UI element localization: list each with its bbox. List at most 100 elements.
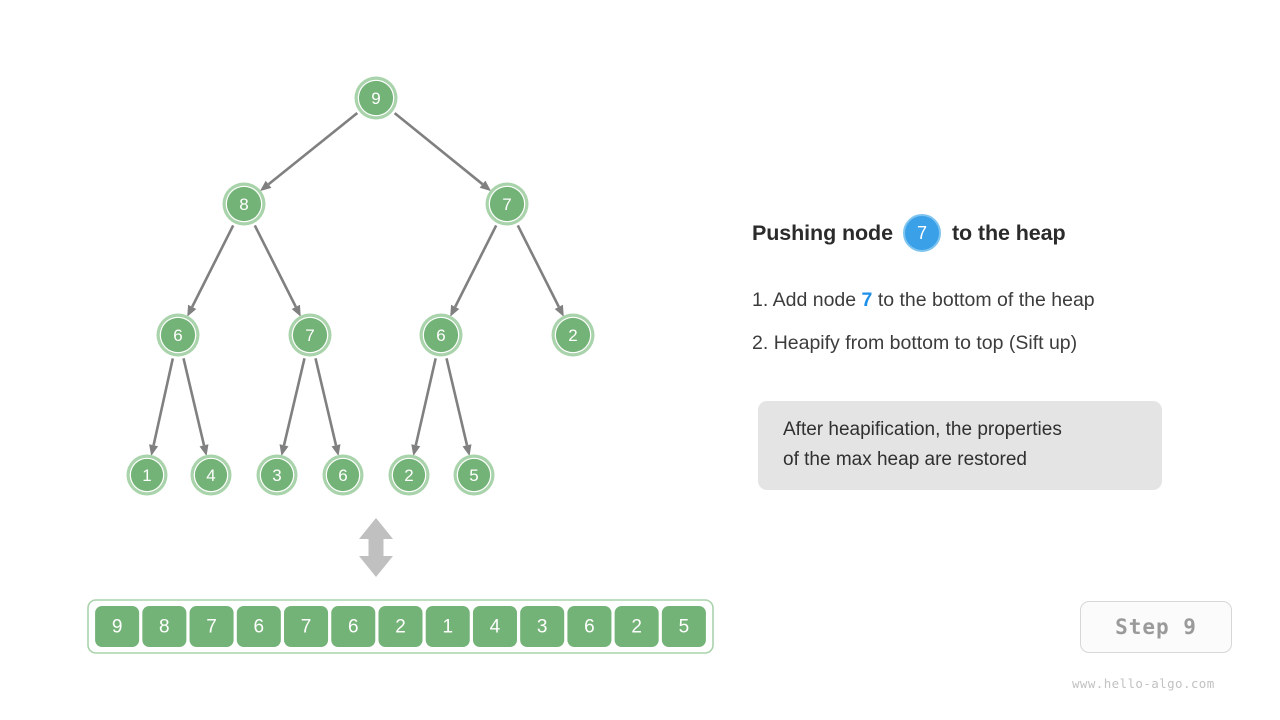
array-cell[interactable]: 6	[331, 606, 376, 647]
array-cell-body	[567, 606, 612, 647]
array-cell[interactable]: 8	[142, 606, 187, 647]
array-cell-body	[95, 606, 140, 647]
array-cell[interactable]: 7	[189, 606, 234, 647]
edge-arrowhead	[411, 444, 421, 456]
tree-node[interactable]: 5	[453, 454, 495, 496]
tree-node[interactable]: 2	[388, 454, 430, 496]
step-index: 1.	[752, 289, 769, 311]
array-cell-label: 8	[159, 617, 170, 638]
tree-node[interactable]: 2	[551, 313, 595, 357]
edge-arrowhead	[199, 444, 209, 457]
tree-node-body	[489, 186, 525, 222]
array-cell-label: 4	[490, 617, 501, 638]
tree-node[interactable]: 3	[256, 454, 298, 496]
tree-node-body	[392, 458, 426, 492]
array-cell[interactable]: 2	[614, 606, 659, 647]
step-index: 2.	[752, 332, 769, 355]
array-cell-body	[425, 606, 470, 647]
tree-node-body	[555, 317, 591, 353]
tree-node[interactable]: 7	[485, 182, 529, 226]
array-cell-label: 1	[442, 617, 453, 638]
array-cell-label: 5	[679, 617, 690, 638]
tree-node-label: 8	[239, 195, 248, 214]
explanation-panel: Pushing node 7 to the heap 1. Add node 7…	[752, 0, 1272, 720]
array-cell-body	[331, 606, 376, 647]
step-counter-badge: Step 9	[1080, 601, 1232, 653]
tree-node-body	[130, 458, 164, 492]
edge-arrowhead	[554, 304, 564, 317]
array-cell-label: 9	[112, 617, 123, 638]
info-callout-line-1: After heapification, the properties	[783, 419, 1062, 440]
array-cell-label: 7	[301, 617, 312, 638]
tree-edge	[259, 112, 359, 192]
array-cell-body	[142, 606, 187, 647]
array-cell-body	[614, 606, 659, 647]
array-cell-body	[661, 606, 706, 647]
tree-node-body	[160, 317, 196, 353]
tree-node-label: 2	[568, 326, 577, 345]
tree-node[interactable]: 6	[322, 454, 364, 496]
array-cell[interactable]: 9	[95, 606, 140, 647]
tree-edge	[182, 358, 209, 457]
info-callout: After heapification, the properties of t…	[758, 401, 1162, 491]
edge-arrowhead	[479, 180, 492, 192]
edge-arrowhead	[462, 444, 472, 457]
tree-edge	[393, 112, 492, 192]
tree-node-label: 3	[272, 466, 281, 485]
tree-node[interactable]: 9	[354, 76, 398, 120]
tree-node[interactable]: 7	[288, 313, 332, 357]
edge-arrowhead	[259, 180, 272, 192]
tree-node[interactable]: 6	[419, 313, 463, 357]
step-item: 2. Heapify from bottom to top (Sift up)	[752, 331, 1252, 355]
array-cell-body	[284, 606, 329, 647]
array-cell-label: 6	[348, 617, 359, 638]
tree-node-label: 7	[502, 195, 511, 214]
tree-node[interactable]: 4	[190, 454, 232, 496]
step-text-before: Heapify from bottom to top (Sift up)	[773, 332, 1078, 355]
array-cell[interactable]: 3	[520, 606, 565, 647]
tree-edge	[279, 358, 306, 457]
array-container	[87, 599, 714, 654]
array-cell-label: 3	[537, 617, 548, 638]
array-cell[interactable]: 7	[284, 606, 329, 647]
tree-node-body	[260, 458, 294, 492]
step-text-after: to the bottom of the heap	[877, 289, 1095, 311]
array-cell[interactable]: 4	[472, 606, 517, 647]
array-cell[interactable]: 1	[425, 606, 470, 647]
tree-edge	[253, 224, 301, 317]
tree-node-label: 9	[371, 89, 380, 108]
tree-node[interactable]: 6	[156, 313, 200, 357]
tree-node-body	[226, 186, 262, 222]
tree-edge	[411, 358, 437, 456]
array-cell-body	[189, 606, 234, 647]
headline: Pushing node 7 to the heap	[752, 214, 1066, 252]
array-cell-body	[236, 606, 281, 647]
tree-edge	[445, 358, 472, 457]
step-accent-value: 7	[861, 289, 873, 311]
tree-node-body	[194, 458, 228, 492]
tree-edge	[187, 224, 235, 317]
tree-node[interactable]: 8	[222, 182, 266, 226]
step-item: 1. Add node 7 to the bottom of the heap	[752, 288, 1252, 312]
array-cell-body	[472, 606, 517, 647]
tree-node[interactable]: 1	[126, 454, 168, 496]
tree-edge-layer	[149, 112, 564, 457]
tree-node-body	[423, 317, 459, 353]
array-cell[interactable]: 5	[661, 606, 706, 647]
array-cell-label: 6	[584, 617, 595, 638]
array-cell-label: 2	[631, 617, 642, 638]
tree-node-body	[292, 317, 328, 353]
array-cell[interactable]: 6	[236, 606, 281, 647]
tree-node-body	[457, 458, 491, 492]
array-cell[interactable]: 2	[378, 606, 423, 647]
tree-node-label: 2	[404, 466, 413, 485]
array-cell-body	[378, 606, 423, 647]
step-text-before: Add node	[772, 289, 857, 311]
headline-node-chip: 7	[902, 214, 941, 252]
headline-prefix: Pushing node	[752, 220, 893, 245]
array-cell[interactable]: 6	[567, 606, 612, 647]
